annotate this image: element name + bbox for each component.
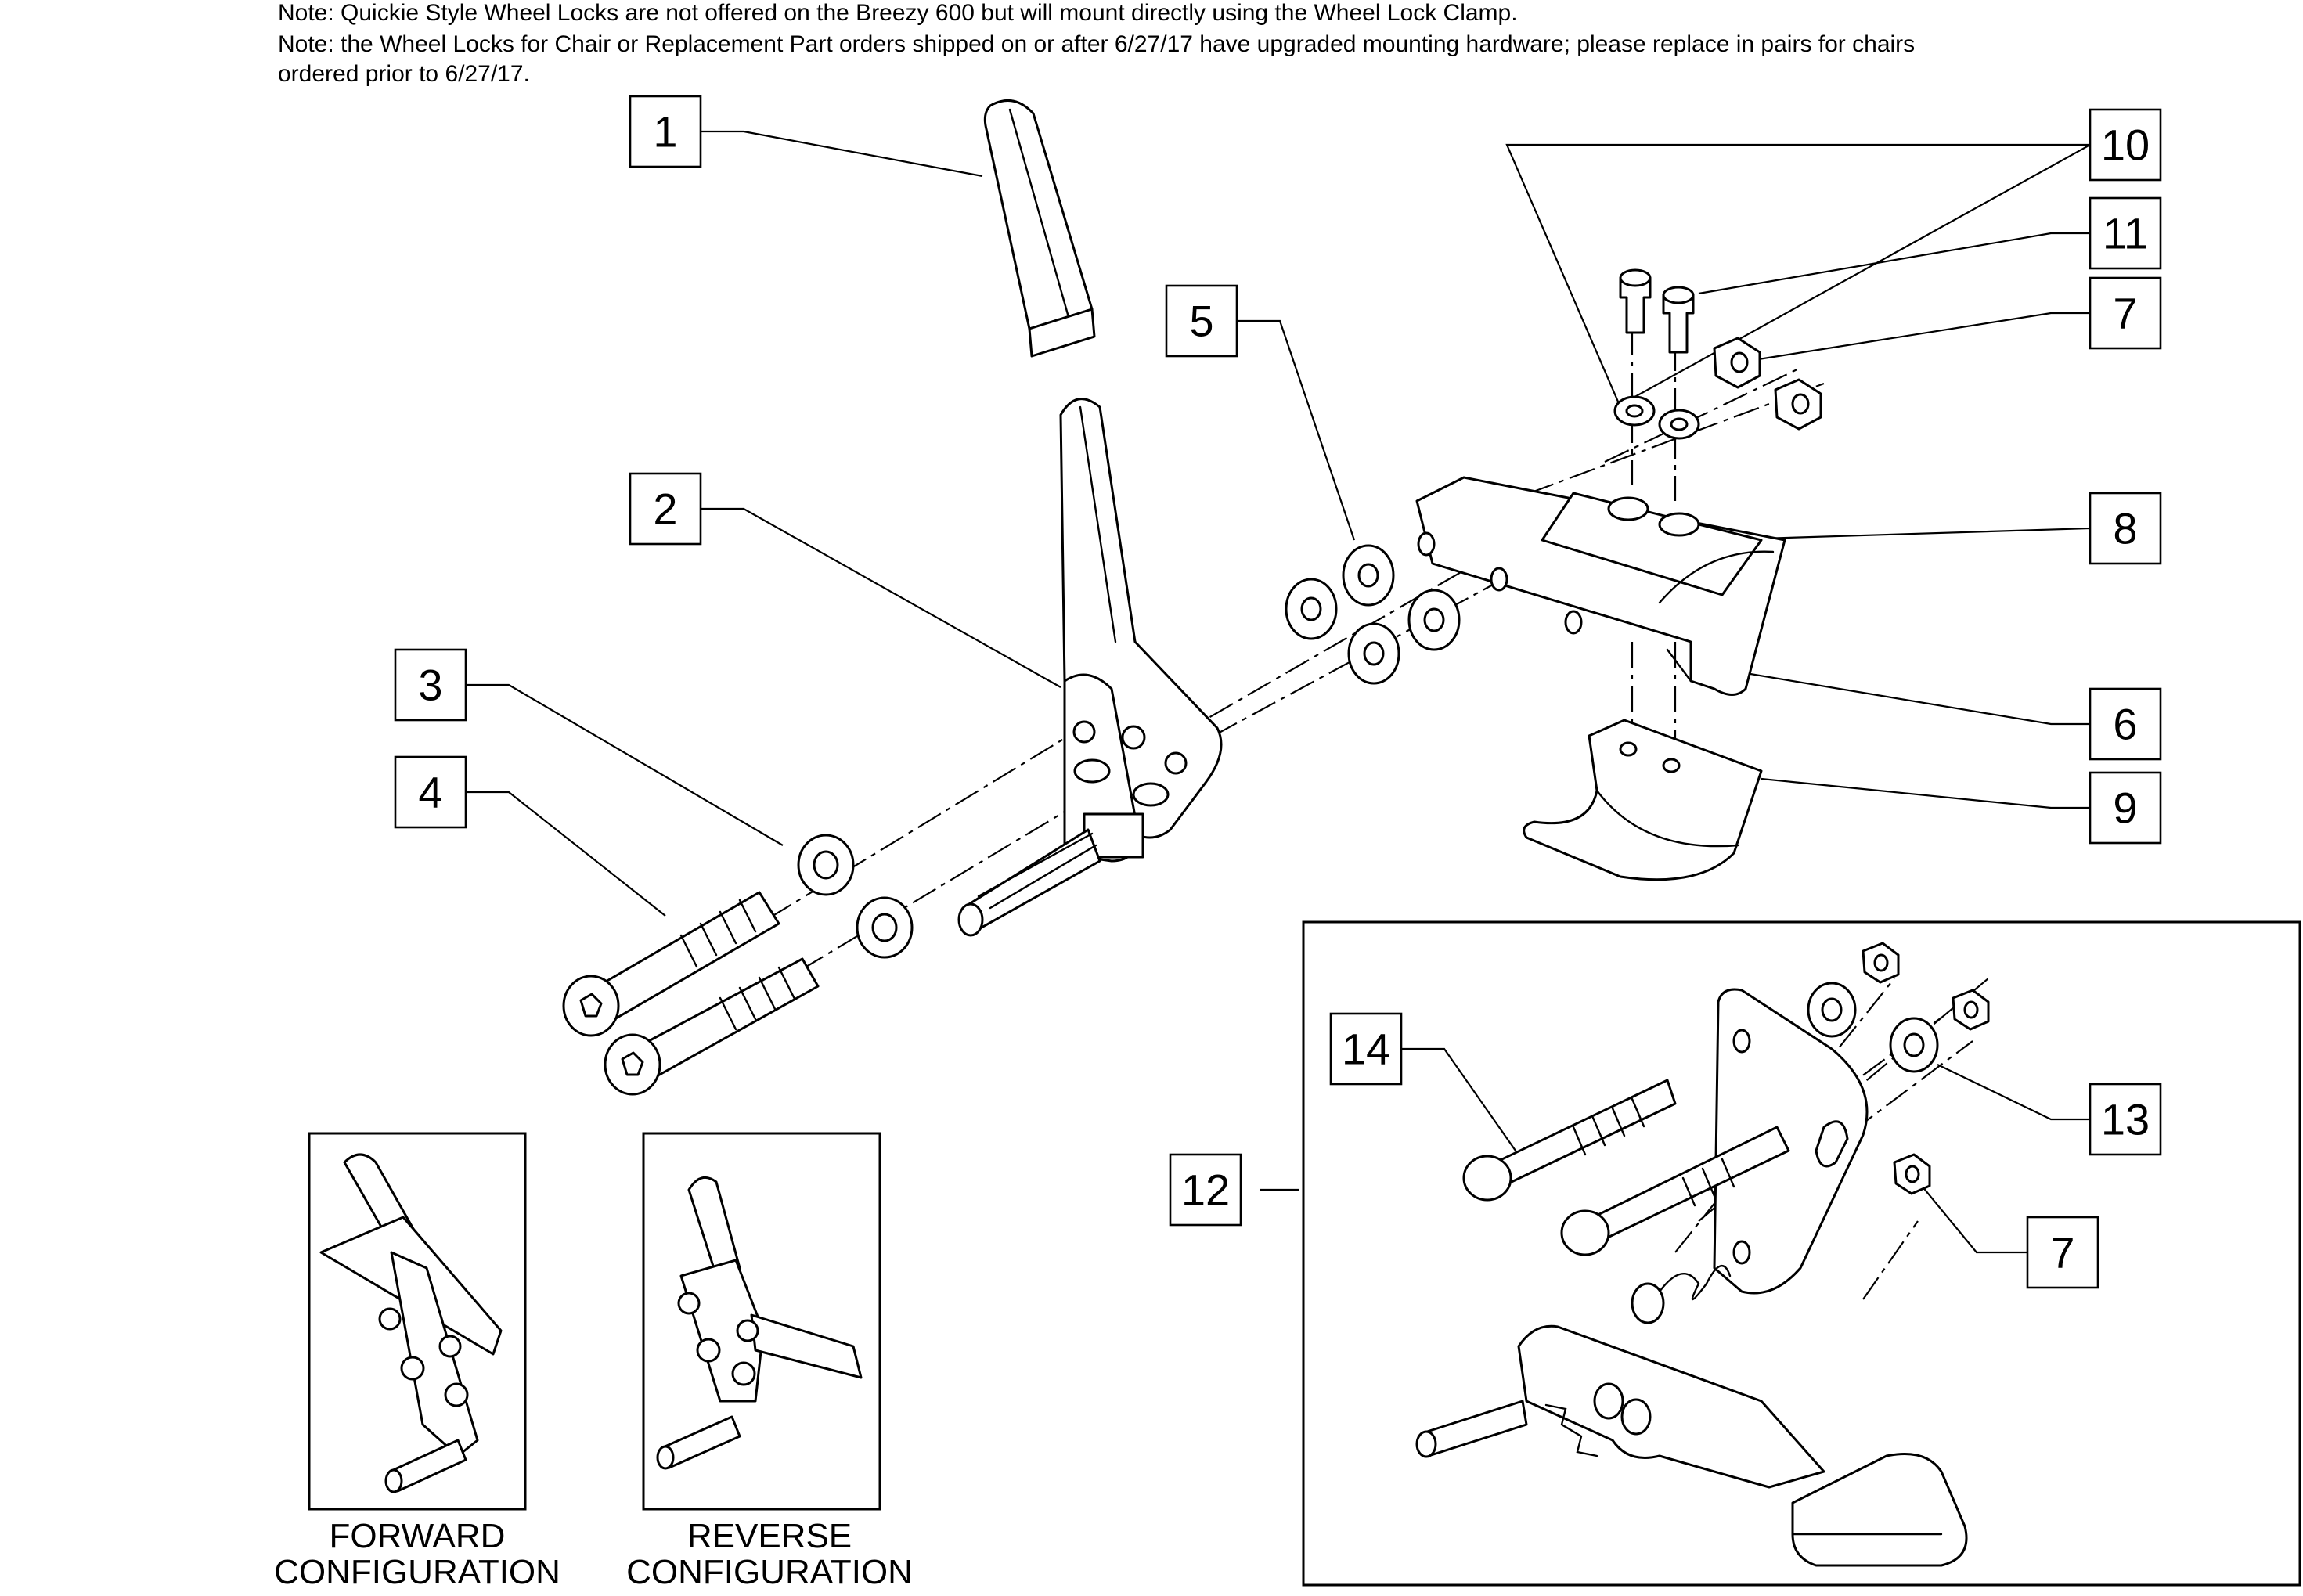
- lower-clamp-part: [1523, 719, 1763, 881]
- leader-4: [466, 791, 666, 917]
- leader-10b: [1616, 144, 2091, 408]
- callout-11-label: 11: [2103, 209, 2148, 258]
- callout-13-label: 13: [2101, 1095, 2150, 1144]
- callout-6-label: 6: [2113, 700, 2137, 749]
- leader-7b: [1921, 1185, 2027, 1254]
- callout-9-label: 9: [2113, 784, 2137, 833]
- callout-11: 11: [2089, 196, 2162, 270]
- callout-8-label: 8: [2113, 504, 2137, 553]
- inset-12-frame: [1302, 920, 2301, 1587]
- leader-14: [1401, 1047, 1527, 1167]
- callout-5: 5: [1165, 284, 1238, 358]
- callout-4: 4: [394, 755, 467, 829]
- callout-3-label: 3: [418, 661, 442, 710]
- leader-3: [466, 683, 784, 846]
- reverse-caption-line2: CONFIGURATION: [626, 1553, 913, 1591]
- washer-part: [1285, 544, 1461, 685]
- leader-8: [1761, 527, 2091, 540]
- callout-7-top-label: 7: [2113, 289, 2137, 338]
- callout-1-label: 1: [653, 107, 677, 157]
- callout-12-label: 12: [1181, 1165, 1230, 1215]
- callout-13: 13: [2089, 1083, 2162, 1156]
- callout-7-inset: 7: [2026, 1216, 2099, 1289]
- forward-configuration-illustration: [319, 1153, 503, 1493]
- leader-2: [701, 507, 1061, 688]
- forward-configuration-frame: [308, 1132, 527, 1511]
- leader-6: [1698, 664, 2090, 726]
- note-breezy-600: Note: Quickie Style Wheel Locks are not …: [278, 0, 1518, 26]
- leader-9: [1761, 777, 2090, 809]
- screw-washer-part: [1613, 268, 1700, 440]
- leader-13: [1937, 1064, 2090, 1121]
- leader-7a: [1753, 312, 2090, 362]
- callout-14-label: 14: [1342, 1025, 1390, 1074]
- callout-12: 12: [1169, 1153, 1242, 1227]
- leader-5: [1237, 319, 1356, 541]
- clamp-body-part: [1415, 476, 1786, 696]
- callout-8: 8: [2089, 492, 2162, 565]
- reverse-configuration-illustration: [656, 1176, 863, 1470]
- callout-4-label: 4: [418, 768, 442, 817]
- inset-12-assembly: [1415, 942, 1990, 1567]
- callout-7-inset-label: 7: [2050, 1228, 2074, 1277]
- forward-caption-line1: FORWARD: [330, 1517, 506, 1555]
- handle-grip-part: [983, 99, 1096, 358]
- callout-9: 9: [2089, 771, 2162, 845]
- leader-10a: [1505, 143, 2090, 408]
- reverse-caption-line1: REVERSE: [687, 1517, 852, 1555]
- callout-1: 1: [629, 95, 702, 168]
- callout-10-label: 10: [2101, 121, 2150, 170]
- callout-5-label: 5: [1189, 297, 1213, 346]
- reverse-configuration-frame: [642, 1132, 881, 1511]
- leader-11: [1698, 232, 2090, 295]
- spacer-part: [797, 834, 914, 959]
- bolt-part: [562, 891, 820, 1096]
- callout-10: 10: [2089, 108, 2162, 182]
- callout-3: 3: [394, 648, 467, 722]
- callout-2: 2: [629, 472, 702, 546]
- callout-14: 14: [1329, 1012, 1403, 1086]
- note-upgraded-hardware: Note: the Wheel Locks for Chair or Repla…: [278, 31, 1916, 57]
- forward-caption-line2: CONFIGURATION: [274, 1553, 560, 1591]
- callout-7-top: 7: [2089, 276, 2162, 350]
- callout-2-label: 2: [653, 485, 677, 534]
- callout-6: 6: [2089, 687, 2162, 761]
- nut-part: [1713, 337, 1822, 431]
- note-upgraded-hardware-cont: ordered prior to 6/27/17.: [278, 61, 530, 87]
- lever-assembly-part: [957, 398, 1223, 937]
- leader-lines: [466, 130, 2091, 1254]
- leader-1: [701, 130, 983, 178]
